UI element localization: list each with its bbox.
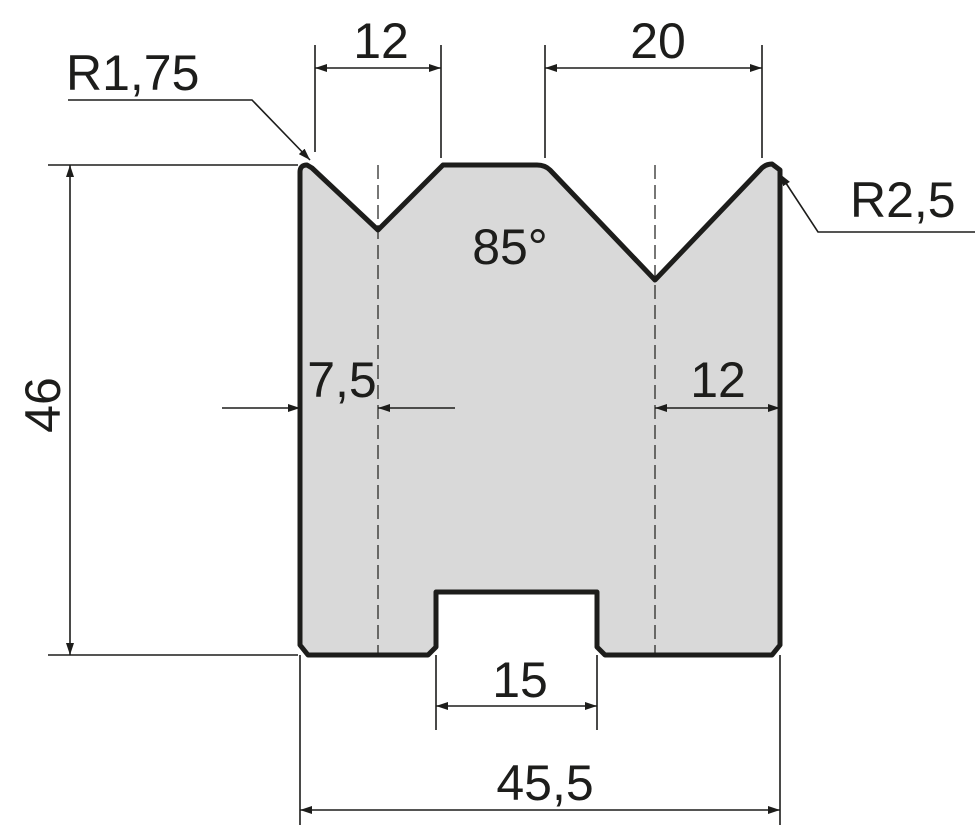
dim-total-width <box>299 655 781 825</box>
dim-height <box>48 164 298 656</box>
leader-radius-left <box>68 99 311 161</box>
label-radius-right: R2,5 <box>850 172 956 228</box>
label-v-opening-small: 12 <box>353 13 409 69</box>
label-height: 46 <box>15 377 71 433</box>
label-offset-right: 12 <box>690 352 746 408</box>
label-radius-left: R1,75 <box>66 45 199 101</box>
dim-v-opening-large <box>544 45 763 158</box>
label-slot-width: 15 <box>492 652 548 708</box>
dim-slot-width <box>435 655 598 730</box>
label-total-width: 45,5 <box>496 755 593 811</box>
label-v-opening-large: 20 <box>630 13 686 69</box>
die-profile <box>297 161 783 658</box>
dim-v-opening-small <box>314 45 442 158</box>
label-offset-left: 7,5 <box>307 352 377 408</box>
leader-radius-right <box>779 173 975 233</box>
label-angle: 85° <box>472 219 548 275</box>
